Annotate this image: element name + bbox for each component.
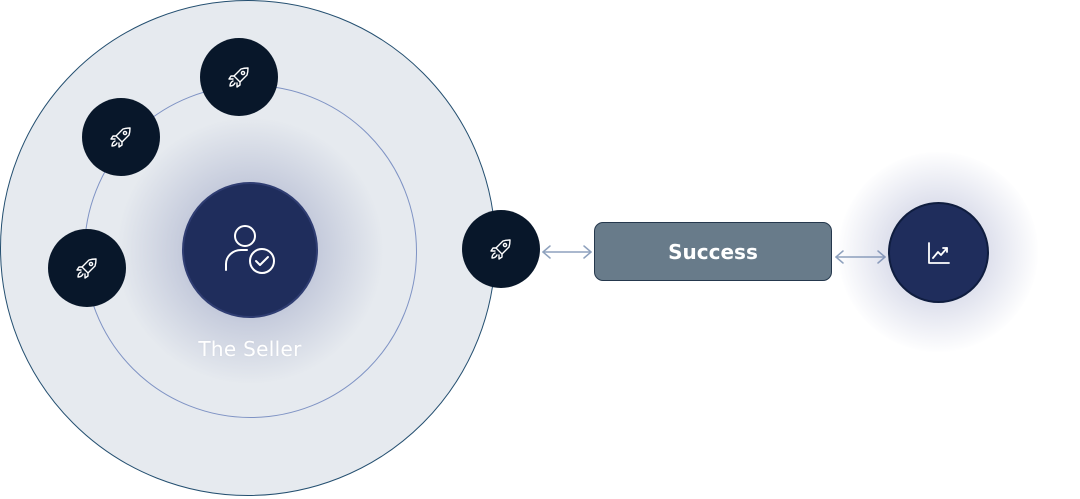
rocket-node-3 [48, 229, 126, 307]
seller-label: The Seller [198, 337, 302, 361]
rocket-icon [76, 258, 97, 279]
success-box: Success [594, 222, 832, 281]
arrow-head-left [542, 245, 551, 259]
rocket-node-2 [82, 98, 160, 176]
rocket-icon [110, 127, 131, 148]
rocket-node-1 [200, 38, 278, 116]
trend-up-chart-icon [927, 241, 950, 264]
rocket-node-4 [462, 210, 540, 288]
rocket-icon [490, 239, 511, 260]
seller-node [182, 182, 318, 318]
success-label: Success [668, 239, 758, 264]
user-check-icon [225, 225, 275, 274]
arrow-head-right [583, 245, 592, 259]
rocket-icon [228, 67, 249, 88]
growth-node [888, 202, 989, 303]
